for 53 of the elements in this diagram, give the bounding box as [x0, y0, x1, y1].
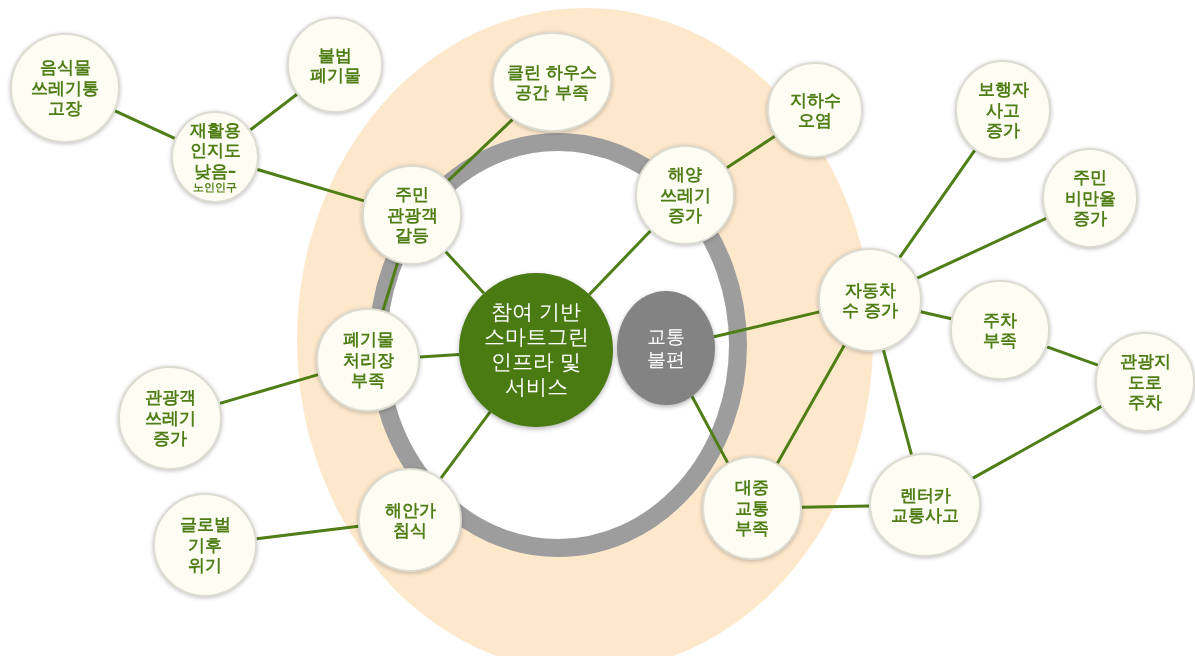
issue-circle — [767, 62, 863, 158]
node-label: 자동차 수 증가 — [840, 279, 900, 321]
connector-line — [776, 344, 846, 464]
node-label: 교통 불편 — [646, 325, 686, 371]
connector-line — [898, 149, 976, 259]
connector-line — [690, 395, 729, 464]
connector-line — [419, 353, 460, 359]
connector-line — [972, 405, 1103, 480]
node-label: 글로벌 기후 위기 — [178, 514, 232, 576]
node-label: 해안가 침식 — [383, 499, 437, 541]
node-label: 지하수 오염 — [788, 89, 842, 131]
node-label: 렌터카 교통사고 — [890, 484, 960, 526]
connector-line — [444, 250, 485, 295]
node-label: 보행자 사고 증가 — [976, 79, 1030, 141]
issue-circle — [955, 60, 1051, 160]
connector-line — [447, 118, 514, 182]
connector-line — [916, 216, 1047, 280]
issue-circle — [1095, 332, 1195, 432]
connector-line — [713, 310, 820, 339]
issue-circle — [1042, 148, 1138, 248]
connector-line — [1046, 345, 1099, 367]
node-label: 주민 관광객 갈등 — [385, 184, 439, 246]
issue-circle — [171, 111, 259, 203]
connector-line — [249, 93, 298, 131]
node-label: 주민 비만율 증가 — [1063, 167, 1117, 229]
connector-line — [219, 373, 319, 405]
issue-circle — [118, 366, 222, 470]
connector-line — [588, 230, 652, 296]
connector-line — [882, 349, 913, 455]
issue-circle — [153, 493, 257, 597]
node-label: 폐기물 처리장 부족 — [341, 329, 395, 391]
connector-line — [920, 310, 952, 321]
node-label: 관광지 도로 주차 — [1118, 351, 1172, 413]
issue-circle — [869, 453, 981, 557]
issue-circle — [10, 33, 120, 143]
issue-circle — [287, 17, 383, 113]
node-label: 클린 하우스 공간 부족 — [505, 61, 599, 103]
connector-line — [256, 168, 365, 203]
node-label: 대중 교통 부족 — [734, 477, 770, 539]
node-label: 주차 부족 — [982, 309, 1018, 351]
node-note: 노인인구 — [192, 181, 238, 195]
connector-line — [439, 410, 492, 480]
node-label: 음식물 쓰레기통 고장 — [30, 57, 100, 119]
connector-line — [256, 524, 359, 541]
node-label: 관광객 쓰레기 증가 — [143, 387, 197, 449]
node-label: 참여 기반 스마트그린 인프라 및 서비스 — [482, 299, 590, 401]
node-label: 불법 폐기물 — [308, 44, 362, 86]
issue-circle — [950, 280, 1050, 380]
node-label: 재활용 인지도 낮음– — [188, 119, 242, 181]
node-label: 해양 쓰레기 증가 — [658, 164, 712, 226]
connector-line — [801, 504, 870, 509]
connector-line — [114, 109, 176, 140]
connector-line — [726, 135, 776, 169]
